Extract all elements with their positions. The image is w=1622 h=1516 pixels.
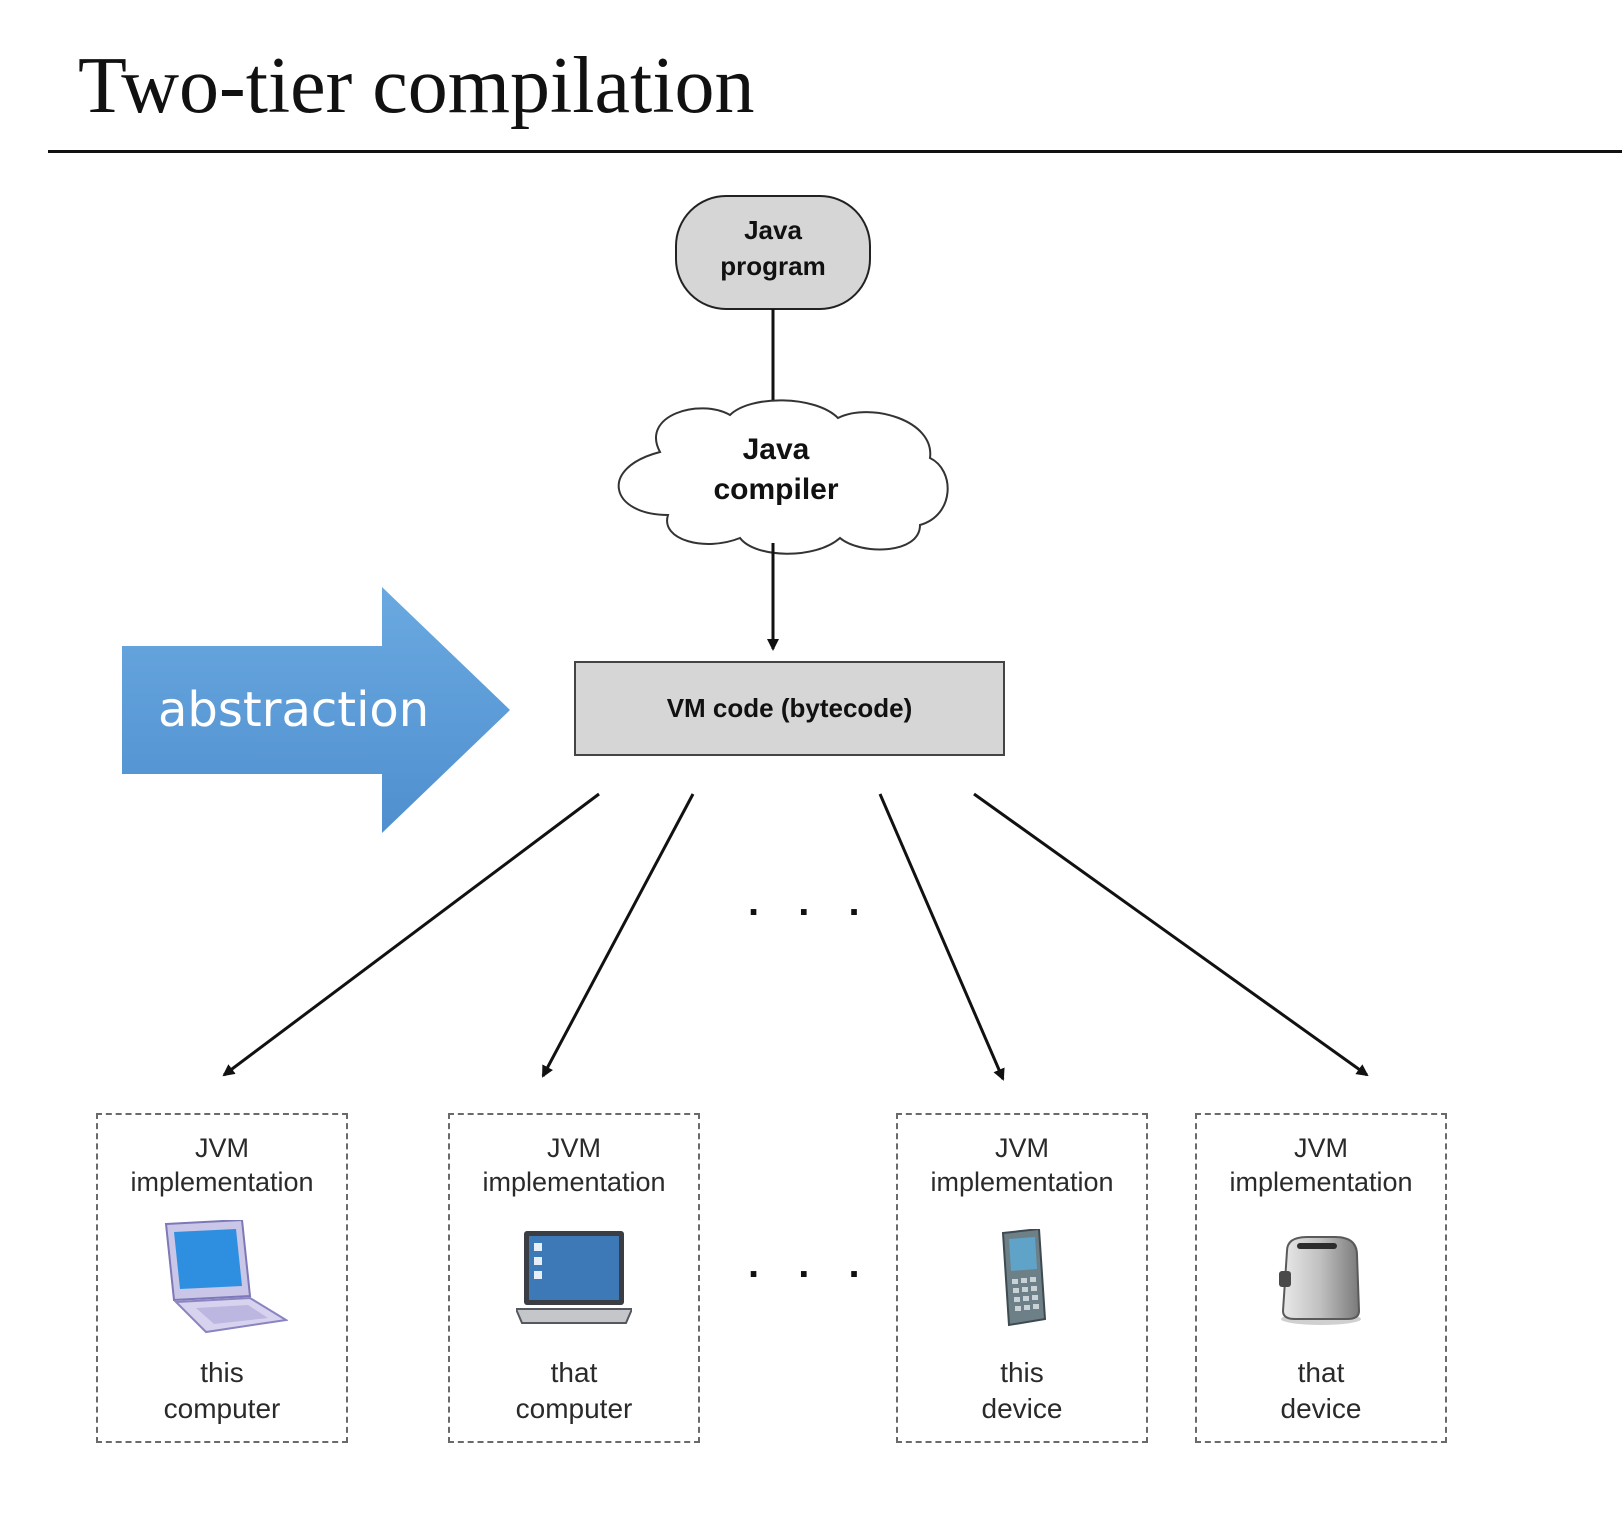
jvm-title: JVM implementation (130, 1131, 313, 1199)
jvm-caption-line2: device (1280, 1393, 1362, 1424)
vm-code-node (574, 661, 1005, 756)
jvm-title-line1: JVM (547, 1133, 601, 1163)
jvm-title: JVM implementation (930, 1131, 1113, 1199)
jvm-caption: this device (922, 1355, 1122, 1427)
jvm-title-line2: implementation (482, 1167, 666, 1197)
laptop-purple-icon (156, 1220, 288, 1334)
java-compiler-line1: Java (742, 433, 810, 466)
arrow-to-jvm-3 (878, 793, 1005, 1081)
jvm-title-line1: JVM (1294, 1133, 1348, 1163)
arrow-to-jvm-4 (973, 792, 1369, 1077)
jvm-title-line2: implementation (930, 1167, 1114, 1197)
jvm-caption: that computer (474, 1355, 674, 1427)
arrow-to-jvm-1 (222, 792, 600, 1077)
jvm-caption-line1: that (550, 1357, 598, 1388)
laptop-dark-icon (516, 1227, 632, 1331)
jvm-caption-line1: this (1000, 1357, 1044, 1388)
jvm-title-line1: JVM (995, 1133, 1049, 1163)
jvm-title-line2: implementation (130, 1167, 314, 1197)
jvm-title: JVM implementation (482, 1131, 665, 1199)
toaster-icon (1273, 1227, 1369, 1331)
java-program-label: Java program (676, 212, 870, 284)
jvm-title-line2: implementation (1229, 1167, 1413, 1197)
title-underline (48, 150, 1622, 153)
cell-phone-icon (995, 1227, 1049, 1331)
jvm-box-that-computer: JVM implementation that computer (448, 1113, 700, 1443)
vm-code-label: VM code (bytecode) (666, 693, 913, 723)
jvm-caption-line2: computer (515, 1393, 633, 1424)
abstraction-label: abstraction (158, 682, 430, 738)
jvm-caption-line1: this (200, 1357, 244, 1388)
jvm-box-this-device: JVM implementation this device (896, 1113, 1148, 1443)
arrow-to-jvm-2 (541, 793, 695, 1078)
jvm-caption-line2: device (981, 1393, 1063, 1424)
java-compiler-cloud (617, 399, 949, 555)
java-program-line1: Java (744, 215, 802, 245)
jvm-caption: that device (1221, 1355, 1421, 1427)
abstraction-arrow (122, 587, 510, 833)
jvm-title: JVM implementation (1229, 1131, 1412, 1199)
slide-title: Two-tier compilation (78, 42, 755, 130)
jvm-caption-line1: that (1297, 1357, 1345, 1388)
jvm-caption-line2: computer (163, 1393, 281, 1424)
jvm-caption: this computer (122, 1355, 322, 1427)
jvm-box-that-device: JVM implementation that device (1195, 1113, 1447, 1443)
ellipsis-middle: . . . (748, 880, 874, 924)
jvm-title-line1: JVM (195, 1133, 249, 1163)
java-compiler-line2: compiler (713, 473, 839, 506)
java-compiler-label: Java compiler (676, 430, 876, 510)
ellipsis-bottom: . . . (748, 1242, 874, 1286)
jvm-box-this-computer: JVM implementation this computer (96, 1113, 348, 1443)
java-program-line2: program (720, 251, 826, 281)
